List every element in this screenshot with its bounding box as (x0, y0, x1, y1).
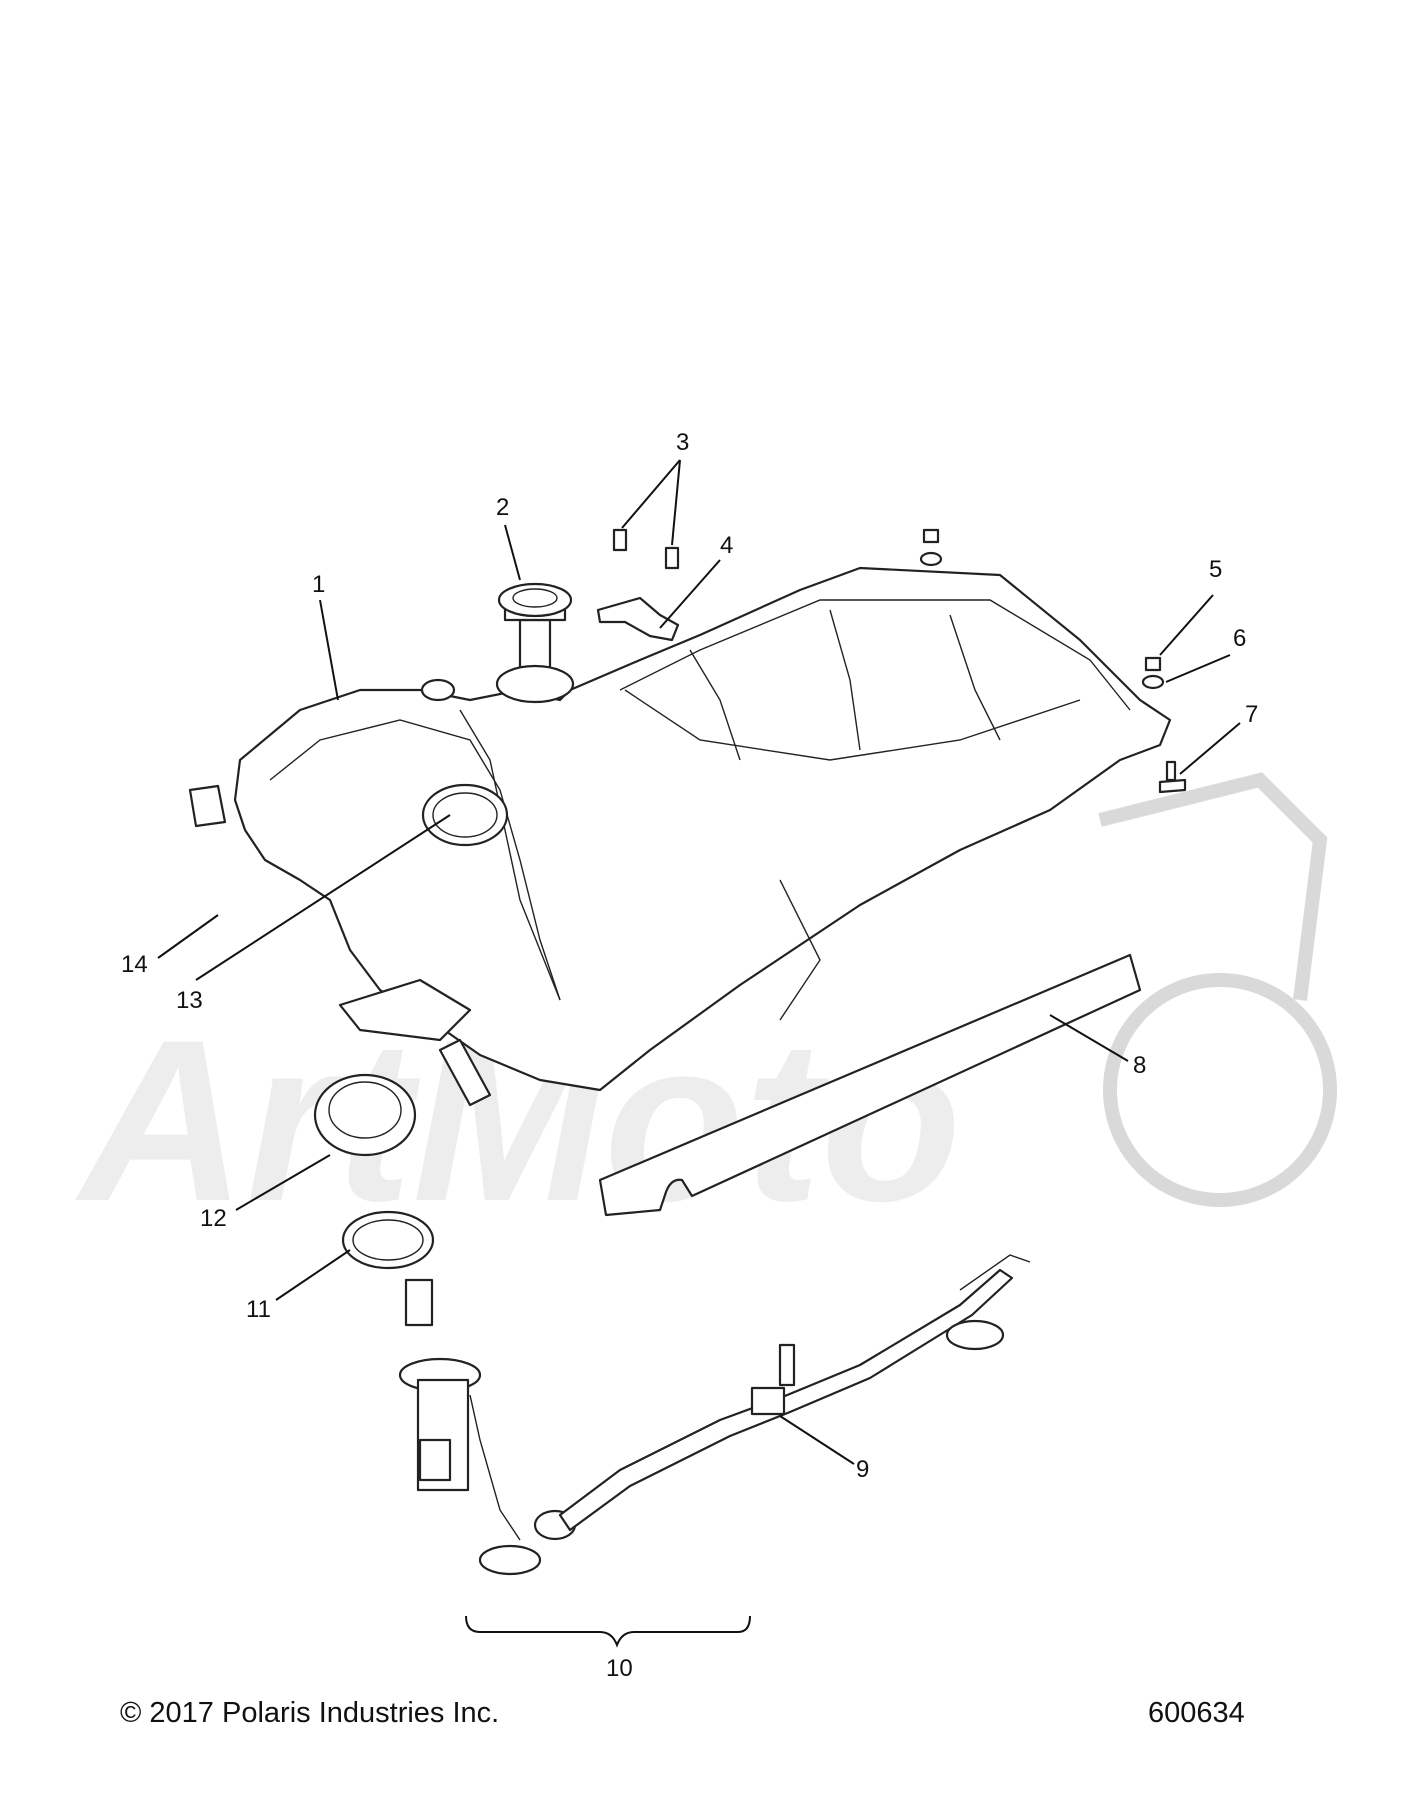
leader-line-4 (659, 559, 721, 629)
leader-line-3b (671, 459, 681, 546)
fuel-tank (233, 566, 1172, 1107)
callout-9: 9 (856, 1456, 869, 1483)
callout-13: 13 (176, 987, 203, 1014)
leader-line-2 (504, 524, 521, 581)
top-nut-washer (919, 528, 943, 567)
fuel-tank-pad-strip (438, 1038, 492, 1107)
fuel-line-filter (750, 1386, 786, 1416)
callout-8: 8 (1133, 1052, 1146, 1079)
fuel-pickup-right (945, 1319, 1005, 1351)
fuel-tank-vent-fitting (420, 678, 456, 702)
watermark-wheel-icon (1103, 973, 1337, 1207)
bolts (612, 528, 680, 570)
leader-line-12 (235, 1154, 331, 1211)
fuel-pump-assembly (398, 1254, 1031, 1576)
callout-10: 10 (606, 1655, 633, 1682)
fuel-tank-contour (269, 719, 561, 1001)
callout-5: 5 (1209, 556, 1222, 583)
fuel-tank-rib-2 (829, 609, 861, 751)
gasket (341, 1210, 435, 1270)
leader-line-7 (1179, 722, 1241, 775)
drawing-number: 600634 (1148, 1697, 1245, 1729)
leader-line-11 (275, 1249, 351, 1301)
fuel-line-return (959, 1254, 1031, 1291)
callout-2: 2 (496, 494, 509, 521)
copyright-notice: © 2017 Polaris Industries Inc. (120, 1697, 500, 1729)
callout-7: 7 (1245, 701, 1258, 728)
washer (1141, 674, 1165, 690)
bolt-left (612, 528, 628, 552)
nut-top (922, 528, 940, 544)
bolt-with-plate (1158, 760, 1187, 794)
callout-1: 1 (312, 571, 325, 598)
fuel-pump-filter (418, 1438, 452, 1482)
callout-labels: 1 2 3 4 5 6 7 8 9 10 11 12 13 14 (121, 429, 1258, 1682)
leader-line-5 (1159, 594, 1214, 656)
fuel-tank-seat-contour (624, 689, 1081, 761)
callout-6: 6 (1233, 625, 1246, 652)
leader-line-6 (1165, 654, 1231, 683)
fuel-tank-pump-opening (421, 783, 509, 847)
fuel-tank-rib-1 (689, 649, 741, 761)
fuel-pump-feed-hose (469, 1394, 521, 1541)
filler-neck-base (495, 664, 575, 704)
callout-3: 3 (676, 429, 689, 456)
fuel-pump-connector (404, 1278, 434, 1327)
leader-brace-10 (465, 1615, 751, 1648)
fuel-line-harness (558, 1268, 1014, 1532)
bracket (596, 596, 680, 642)
lock-ring-inner (328, 1081, 402, 1139)
fuel-cap-top (497, 582, 573, 618)
callout-11: 11 (246, 1296, 271, 1323)
fuel-tank-pump-opening-inner (432, 792, 498, 838)
fuel-tank-top-contour (619, 599, 1131, 711)
callout-14: 14 (121, 951, 148, 978)
callout-4: 4 (720, 532, 733, 559)
gasket-inner (352, 1219, 424, 1261)
leader-line-9 (779, 1415, 855, 1465)
leader-line-3a (621, 459, 681, 529)
lock-ring (313, 1073, 417, 1157)
leader-line-14 (157, 914, 219, 959)
leader-lines (157, 459, 1241, 1648)
bolt-right (664, 546, 680, 570)
fuel-line-vent-tube (778, 1343, 796, 1387)
washer-top (919, 551, 943, 567)
fuel-tank-bottom-pad (338, 978, 472, 1042)
decal (188, 784, 227, 828)
heat-shield-pad (598, 953, 1142, 1217)
fuel-tank-vent-hose (459, 709, 561, 1001)
leader-line-1 (319, 599, 339, 701)
watermark-motorcycle-icon (1098, 772, 1328, 1001)
leader-line-8 (1049, 1014, 1129, 1062)
nut (1144, 656, 1162, 672)
leader-line-13 (195, 814, 451, 981)
callout-12: 12 (200, 1205, 227, 1232)
bolt-plate (1158, 778, 1187, 794)
bolt-shank (1165, 760, 1177, 782)
fuel-tank-rib-3 (949, 614, 1001, 741)
fuel-cap-emblem (512, 588, 558, 608)
fuel-tank-side-contour (779, 879, 821, 1021)
fuel-pickup-left (478, 1544, 542, 1576)
gasket-outer (341, 1210, 435, 1270)
fuel-cap (495, 582, 575, 704)
lock-ring-outer (313, 1073, 417, 1157)
